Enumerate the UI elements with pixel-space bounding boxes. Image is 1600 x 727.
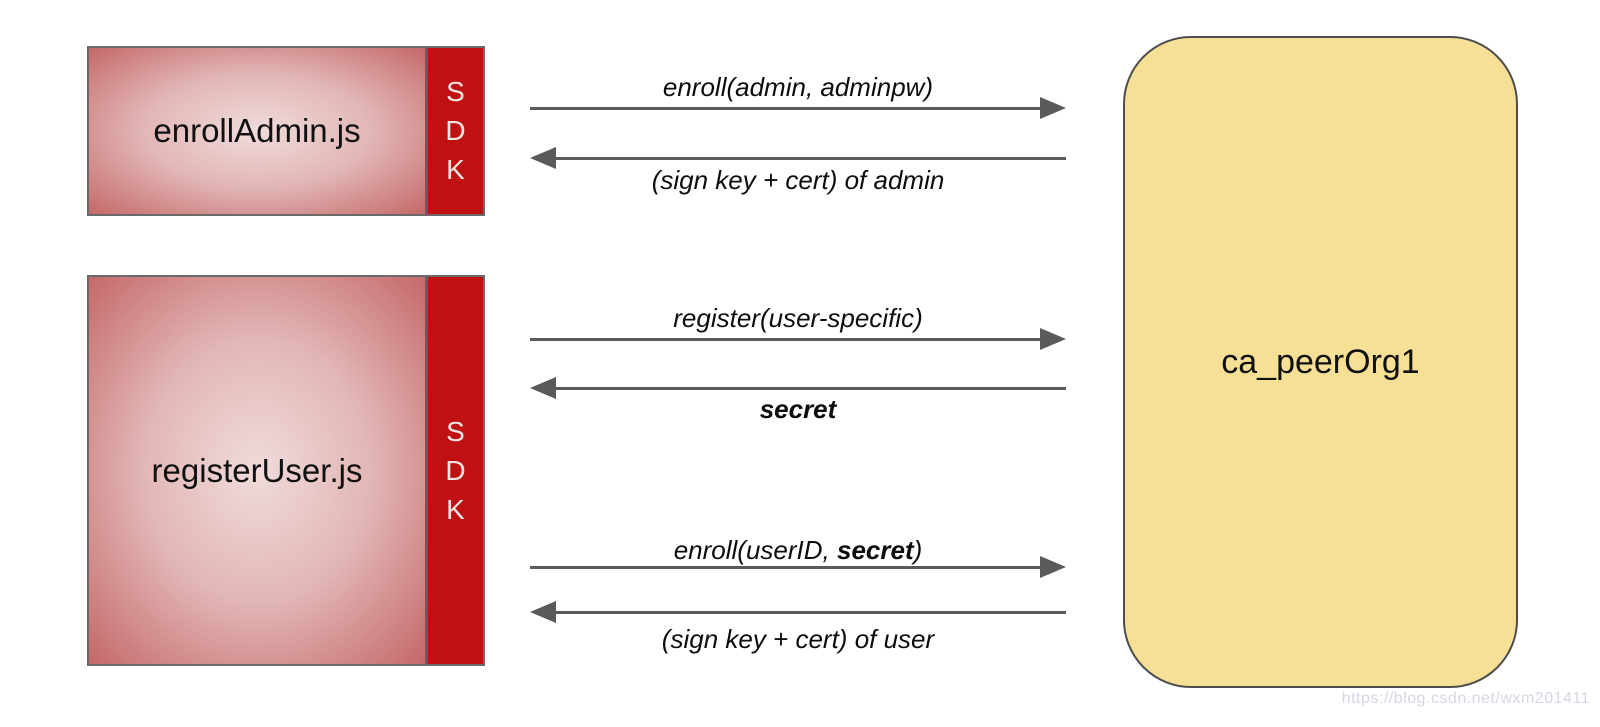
arrow-signkey-user-left: [530, 601, 1066, 623]
actor-box-enrolladmin: enrollAdmin.js S D K: [87, 46, 485, 216]
ca-label: ca_peerOrg1: [1221, 342, 1420, 381]
arrow-shaft: [553, 611, 1066, 614]
arrow-secret-left: [530, 377, 1066, 399]
sdk-strip-enrolladmin: S D K: [425, 48, 483, 214]
arrow-enroll-admin-right: [530, 97, 1066, 119]
arrow-signkey-admin-left: [530, 147, 1066, 169]
actor-body-enrolladmin: enrollAdmin.js: [89, 48, 425, 214]
message-label-enroll-admin: enroll(admin, adminpw): [662, 72, 934, 102]
arrowhead-right-icon: [1040, 556, 1066, 578]
sdk-letter: D: [445, 115, 466, 146]
arrowhead-left-icon: [530, 601, 556, 623]
actor-body-registeruser: registerUser.js: [89, 277, 425, 664]
arrowhead-right-icon: [1040, 328, 1066, 350]
arrow-shaft: [553, 157, 1066, 160]
arrow-enroll-userid-right: [530, 556, 1066, 578]
actor-box-ca: ca_peerOrg1: [1123, 36, 1518, 688]
arrowhead-left-icon: [530, 147, 556, 169]
arrow-shaft: [530, 566, 1043, 569]
sdk-letter: S: [446, 415, 465, 447]
message-label-register-user: register(user-specific): [673, 303, 923, 333]
arrow-shaft: [530, 107, 1043, 110]
sdk-strip-registeruser: S D K: [425, 277, 483, 664]
actor-label-registeruser: registerUser.js: [151, 451, 363, 489]
arrowhead-left-icon: [530, 377, 556, 399]
sdk-letter: S: [446, 76, 465, 107]
arrow-shaft: [530, 338, 1043, 341]
arrow-register-user-right: [530, 328, 1066, 350]
sdk-letter: D: [445, 454, 466, 486]
message-label-signkey-admin: (sign key + cert) of admin: [651, 165, 945, 195]
watermark: https://blog.csdn.net/wxm201411: [1341, 690, 1590, 707]
message-label-secret: secret: [759, 394, 837, 424]
sdk-letter: K: [446, 493, 465, 525]
actor-box-registeruser: registerUser.js S D K: [87, 275, 485, 666]
arrow-shaft: [553, 387, 1066, 390]
sdk-letter: K: [446, 154, 465, 185]
arrowhead-right-icon: [1040, 97, 1066, 119]
message-label-enroll-userid: enroll(userID, secret): [673, 535, 923, 565]
message-label-signkey-user: (sign key + cert) of user: [661, 624, 935, 654]
actor-label-enrolladmin: enrollAdmin.js: [153, 112, 361, 149]
